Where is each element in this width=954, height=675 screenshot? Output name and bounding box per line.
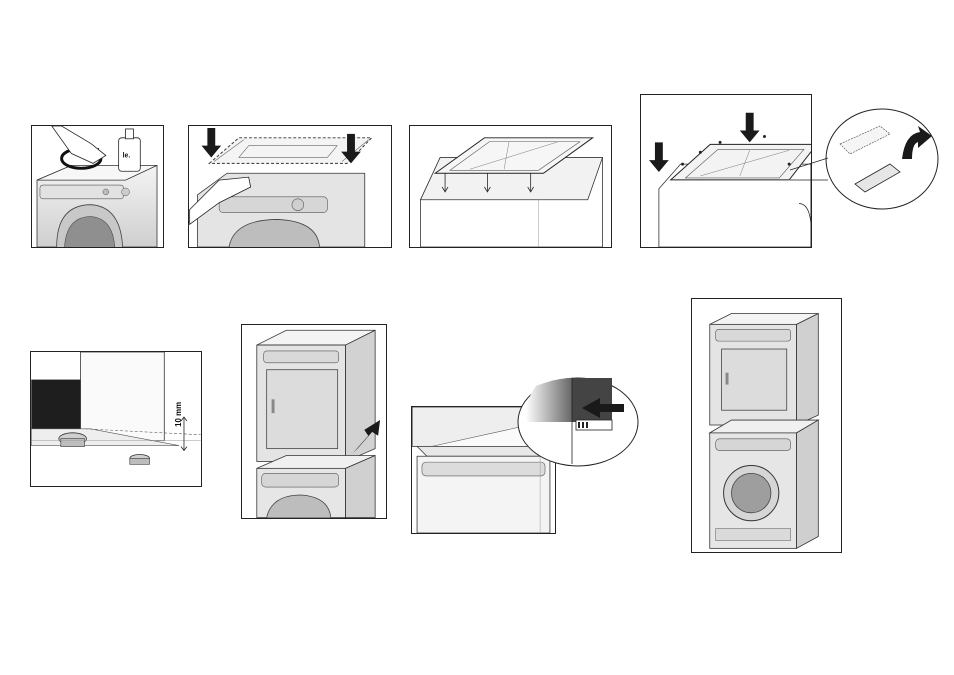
illustration-foot-clearance: 10 mm: [31, 352, 201, 486]
callout-screw-detail: [820, 104, 940, 214]
panel-final-stack: [691, 298, 842, 553]
callout-connector: [790, 150, 830, 190]
arrow-down-icon: [740, 113, 760, 143]
illustration-final-stack: [692, 299, 841, 552]
illustration-place-frame: [189, 126, 391, 247]
arrow-down-icon: [201, 128, 221, 158]
panel-clean-top: le.: [31, 125, 164, 248]
panel-place-frame: [188, 125, 392, 248]
panel-foot-clearance: 10 mm: [30, 351, 202, 487]
illustration-frame-feet: [410, 126, 611, 247]
illustration-clean-top: le.: [32, 126, 163, 247]
panel-screw-frame: [640, 94, 812, 248]
panel-frame-feet: [409, 125, 612, 248]
illustration-screw-frame: [641, 95, 811, 247]
illustration-lift-dryer: [242, 325, 386, 518]
arrow-down-icon: [649, 142, 669, 172]
callout-lock-detail: [516, 376, 640, 468]
bottle-label: le.: [123, 152, 131, 159]
clearance-label: 10 mm: [174, 402, 183, 427]
panel-lift-dryer: [241, 324, 387, 519]
